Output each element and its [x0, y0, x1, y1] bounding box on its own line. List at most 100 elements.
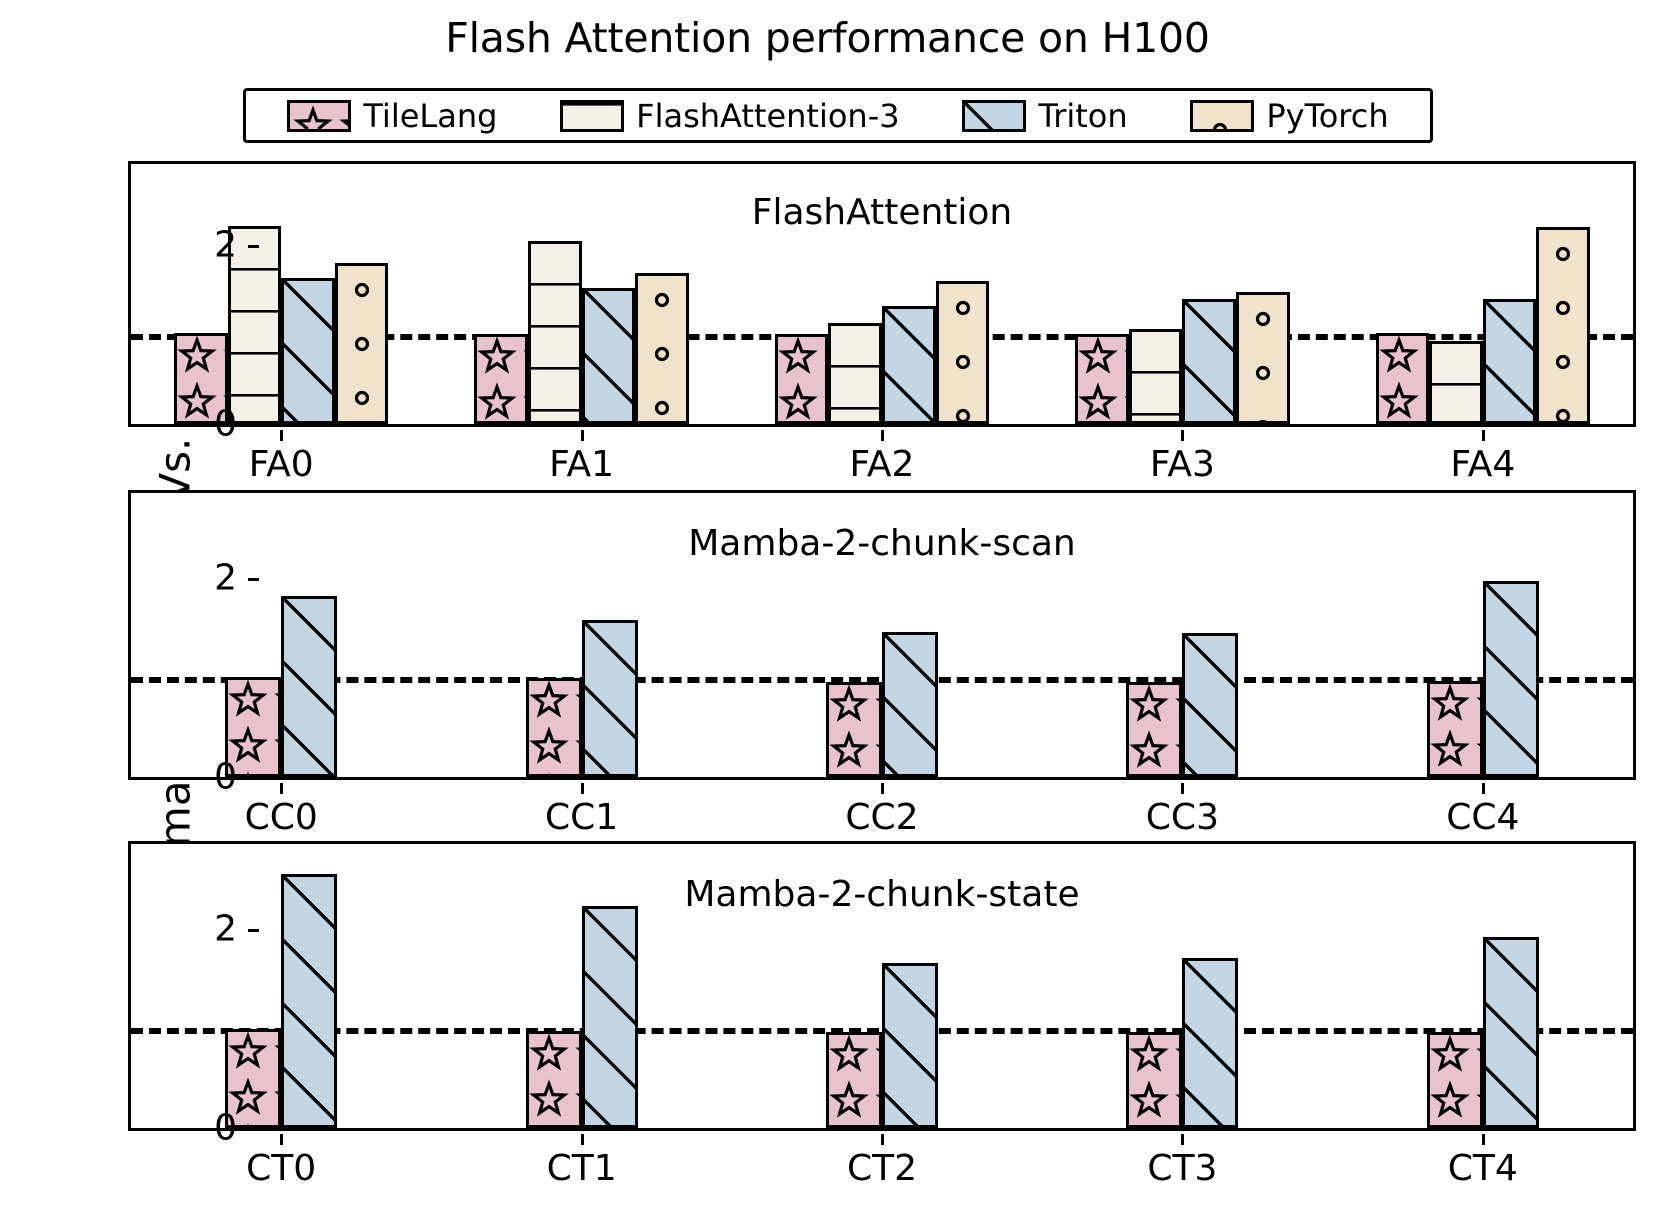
bar-FA1-triton: [581, 287, 636, 424]
x-tick-label-CT2: CT2: [846, 1148, 918, 1189]
x-tick-label-CC1: CC1: [545, 797, 619, 838]
legend-swatch-triton: [962, 99, 1027, 132]
x-tick-label-CT3: CT3: [1147, 1148, 1218, 1189]
y-tick-label: 2: [214, 908, 237, 950]
bar-CC4-tilelang: [1426, 681, 1483, 777]
y-tick-mark: [248, 1128, 259, 1131]
bar-FA0-flashattention-3: [227, 225, 282, 424]
bar-CC0-triton: [281, 595, 338, 777]
bar-FA2-flashattention-3: [828, 322, 882, 424]
bar-FA4-tilelang: [1375, 333, 1430, 424]
bar-CT4-triton: [1482, 936, 1539, 1128]
bar-FA2-pytorch: [935, 280, 990, 424]
bar-FA0-pytorch: [334, 262, 389, 424]
bar-CC3-tilelang: [1126, 682, 1183, 777]
bar-CC0-tilelang: [225, 677, 282, 777]
x-tick-label-CT0: CT0: [246, 1148, 317, 1189]
page-title: Flash Attention performance on H100: [445, 14, 1210, 62]
bar-FA3-pytorch: [1236, 292, 1290, 424]
y-tick-label: 2: [214, 557, 237, 599]
subplot-title: Mamba-2-chunk-scan: [688, 523, 1076, 564]
x-tick-label-FA1: FA1: [549, 444, 615, 485]
legend-label: TileLang: [363, 96, 498, 135]
bar-FA2-triton: [882, 305, 936, 424]
y-tick-label: 0: [214, 403, 237, 445]
legend-entry-tilelang[interactable]: TileLang: [287, 96, 498, 135]
x-tick-label-CT1: CT1: [546, 1148, 617, 1189]
subplot-title: FlashAttention: [751, 192, 1013, 233]
bar-FA4-triton: [1482, 299, 1537, 424]
x-tick-mark: [881, 783, 884, 794]
x-axis-0: FA0 FA1 FA2 FA3 FA4: [128, 430, 1636, 485]
x-tick-label-CC4: CC4: [1446, 797, 1520, 838]
legend-swatch-flashattention3: [560, 99, 625, 132]
x-tick-mark: [280, 430, 284, 441]
y-tick-mark: [248, 244, 259, 248]
bar-CC1-tilelang: [525, 678, 582, 777]
bars-layer-0: [131, 164, 1633, 424]
subplot-title: Mamba-2-chunk-state: [684, 874, 1080, 915]
legend-label: Triton: [1038, 96, 1128, 135]
legend-entry-triton[interactable]: Triton: [962, 96, 1128, 135]
x-tick-mark: [881, 430, 884, 441]
bar-CT1-triton: [581, 905, 638, 1128]
bar-FA0-triton: [281, 277, 335, 424]
x-tick-label-FA3: FA3: [1149, 444, 1215, 485]
bar-CT3-triton: [1182, 957, 1239, 1128]
bar-FA1-tilelang: [474, 334, 528, 424]
legend-entry-flashattention-3[interactable]: FlashAttention-3: [560, 96, 900, 135]
bar-CT2-tilelang: [826, 1032, 882, 1128]
y-tick-mark: [248, 577, 259, 581]
bar-CT0-tilelang: [225, 1029, 282, 1128]
bar-FA1-pytorch: [635, 273, 689, 424]
chart-legend: TileLang FlashAttention-3 Triton PyTorch: [243, 88, 1433, 143]
x-tick-mark: [280, 783, 284, 794]
x-tick-mark: [881, 1134, 884, 1145]
x-axis-1: CC0 CC1 CC2 CC3 CC4: [128, 783, 1636, 838]
x-tick-mark: [1181, 1134, 1185, 1145]
legend-swatch-tilelang: [287, 99, 352, 132]
x-tick-mark: [580, 783, 584, 794]
legend-swatch-pytorch: [1190, 99, 1255, 132]
bars-layer-1: [131, 493, 1633, 777]
legend-label: FlashAttention-3: [636, 96, 900, 135]
x-tick-mark: [1481, 1134, 1485, 1145]
bar-FA0-tilelang: [173, 333, 228, 424]
bar-FA3-tilelang: [1075, 334, 1129, 424]
x-tick-label-CC0: CC0: [244, 797, 318, 838]
y-tick-label: 2: [214, 224, 237, 266]
bar-FA1-flashattention-3: [527, 241, 582, 424]
x-tick-mark: [1181, 783, 1185, 794]
x-tick-label-FA4: FA4: [1450, 444, 1516, 485]
bar-FA4-pytorch: [1536, 226, 1591, 424]
x-axis-2: CT0 CT1 CT2 CT3 CT4: [128, 1134, 1636, 1189]
x-tick-label-FA0: FA0: [248, 444, 314, 485]
x-tick-mark: [1181, 430, 1185, 441]
bar-FA3-flashattention-3: [1128, 328, 1183, 424]
bar-FA3-triton: [1182, 299, 1237, 424]
legend-entry-pytorch[interactable]: PyTorch: [1190, 99, 1389, 132]
y-tick-label: 0: [214, 756, 237, 798]
bar-CC2-triton: [882, 631, 938, 777]
x-tick-label-CC2: CC2: [845, 797, 919, 838]
x-tick-mark: [580, 1134, 584, 1145]
bar-CC3-triton: [1182, 632, 1239, 777]
x-tick-label-FA2: FA2: [849, 444, 915, 485]
bar-FA2-tilelang: [774, 334, 829, 424]
bar-CC4-triton: [1482, 580, 1539, 777]
x-tick-label-CC3: CC3: [1145, 797, 1219, 838]
bar-FA4-flashattention-3: [1429, 340, 1483, 424]
x-tick-mark: [1481, 783, 1485, 794]
x-tick-label-CT4: CT4: [1447, 1148, 1518, 1189]
x-tick-mark: [580, 430, 584, 441]
y-tick-mark: [248, 777, 259, 780]
bar-CT0-triton: [281, 873, 338, 1128]
y-tick-mark: [248, 424, 259, 427]
